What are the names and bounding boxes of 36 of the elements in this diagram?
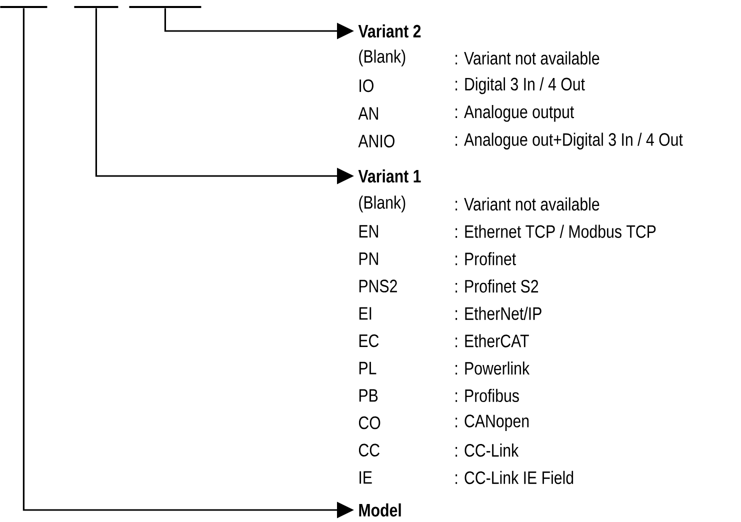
option-code: IE (360, 471, 372, 484)
option-description: : CC-Link (456, 444, 519, 457)
blank-line (129, 6, 202, 8)
option-description: : Analogue out+Digital 3 In / 4 Out (456, 132, 683, 150)
option-code: AN (358, 107, 378, 120)
option-code: ANIO (358, 134, 394, 148)
option-code: PB (359, 389, 378, 402)
option-code: PL (359, 362, 376, 374)
blank-line (74, 6, 118, 8)
option-description: : Digital 3 In / 4 Out (456, 77, 585, 94)
option-code: PNS2 (359, 280, 397, 292)
option-description: : Profinet S2 (456, 279, 538, 293)
option-description: : Variant not available (456, 51, 600, 65)
option-code: EC (359, 334, 379, 348)
option-description: : Profinet (456, 252, 516, 266)
option-description: : CC-Link IE Field (456, 470, 574, 484)
option-description: : Variant not available (456, 197, 600, 211)
option-description: : CANopen (456, 414, 529, 431)
option-description: : Analogue output (456, 105, 574, 122)
heading: Variant 2 (358, 24, 421, 38)
heading: Model (359, 503, 401, 517)
option-description: : EtherNet/IP (456, 306, 542, 320)
option-description: : Ethernet TCP / Modbus TCP (456, 224, 656, 238)
option-code: CC (358, 444, 380, 456)
blank-line (0, 6, 48, 8)
option-code: (Blank) (359, 50, 406, 66)
option-code: (Blank) (359, 196, 406, 212)
option-code: PN (359, 252, 378, 265)
option-code: CO (358, 416, 380, 430)
option-description: : Profibus (456, 388, 519, 402)
option-code: EI (359, 307, 372, 320)
heading: Variant 1 (358, 169, 421, 183)
option-code: EN (359, 225, 378, 238)
option-code: IO (360, 79, 374, 92)
option-description: : Powerlink (456, 361, 530, 375)
option-description: : EtherCAT (456, 334, 529, 348)
